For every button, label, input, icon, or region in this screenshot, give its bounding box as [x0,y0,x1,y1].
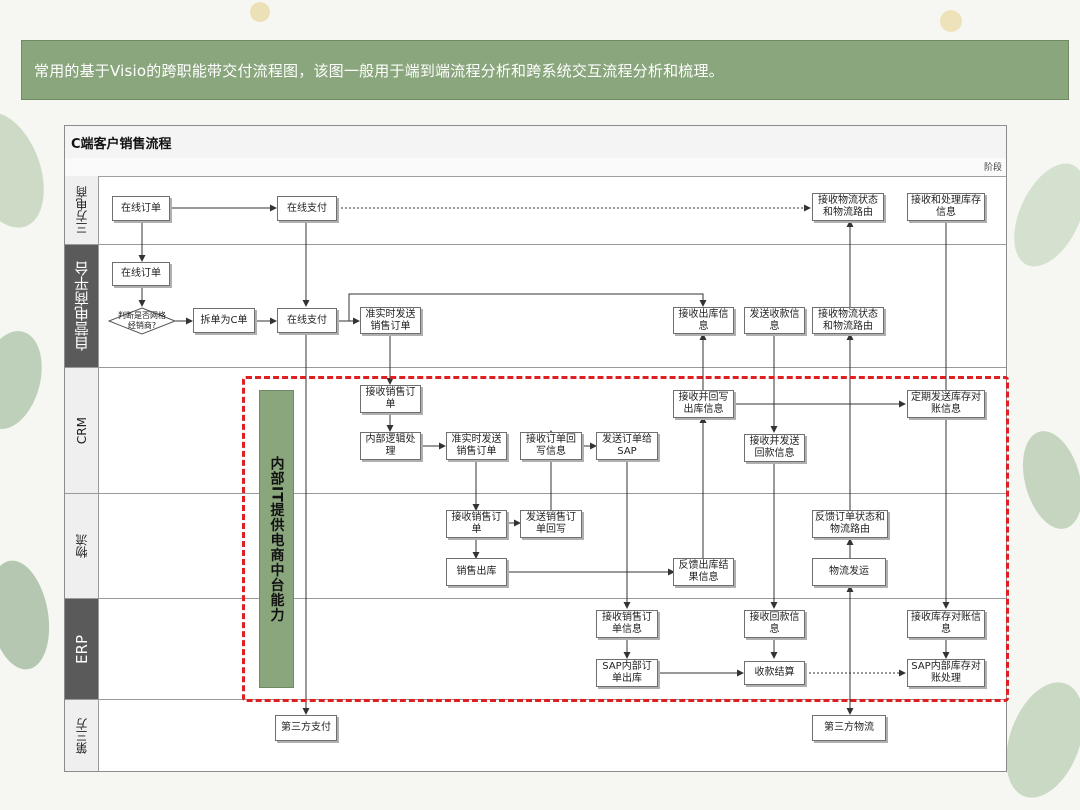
capability-boundary [242,376,1009,702]
decision-diamond [107,307,177,335]
decorative-leaf [0,555,58,675]
capability-label: 内部IT提供电商中台能力 [268,455,285,623]
diagram-title: C端客户销售流程 [71,137,172,152]
phase-row: 阶段 [65,158,1006,177]
lane-head: ERP [65,599,99,699]
lane-own-ecommerce: 自营电商平台 [65,245,1006,368]
node-feedback-order-status: 反馈订单状态和物流路由 [812,510,888,538]
node-receive-sales-order: 接收销售订单 [446,510,507,538]
node-online-payment: 在线支付 [277,196,337,221]
node-receive-order-writeback: 接收订单回写信息 [520,432,582,460]
flow-connectors [107,204,950,715]
decorative-leaf [0,323,52,437]
node-receive-payment: 接收回款信息 [744,610,805,638]
decorative-leaf [999,152,1080,278]
lane-crm: CRM [65,368,1006,494]
decorative-flower [250,2,270,22]
node-sap-stock-recon: SAP内部库存对账处理 [907,659,985,687]
phase-label: 阶段 [983,163,1002,173]
node-third-party-logistics: 第三方物流 [812,715,886,741]
decorative-leaf [1012,424,1080,536]
node-send-order-sap: 发送订单给SAP [596,432,658,460]
swimlane-diagram: C端客户销售流程 阶段 三方电商 自营电商平台 CRM 物流 ERP 第三方 [64,125,1009,772]
node-payment-settlement: 收款结算 [744,661,805,685]
header-bar: 常用的基于Visio的跨职能带交付流程图，该图一般用于端到端流程分析和跨系统交互… [21,40,1069,100]
node-split-order: 拆单为C单 [193,308,255,333]
node-send-sales-order: 准实时发送销售订单 [360,307,421,334]
node-feedback-outbound: 反馈出库结果信息 [673,558,734,586]
node-sap-order-outbound: SAP内部订单出库 [596,659,658,687]
decorative-leaf [0,101,59,239]
node-send-payment-info: 发送收款信息 [744,307,805,334]
node-receive-stock-recon: 接收库存对账信息 [907,610,985,638]
node-receive-outbound-writeback: 接收并回写出库信息 [673,390,734,418]
node-online-payment: 在线支付 [277,308,337,333]
capability-label-box: 内部IT提供电商中台能力 [259,390,294,688]
lane-third-party: 第三方 [65,700,1006,771]
node-stock-reconcile: 定期发送库存对账信息 [907,390,985,418]
node-send-sales-order: 准实时发送销售订单 [446,432,507,460]
node-receive-sales-order: 接收销售订单 [360,385,421,413]
node-receive-stock-info: 接收和处理库存信息 [907,193,985,221]
node-receive-logistics-status: 接收物流状态和物流路由 [812,193,884,221]
node-sales-outbound: 销售出库 [446,558,507,586]
lane-head: CRM [65,368,99,493]
lane-logistics: 物流 [65,494,1006,599]
lane-third-party-ecommerce: 三方电商 [65,176,1006,245]
node-send-order-writeback: 发送销售订单回写 [520,510,582,538]
node-internal-logic: 内部逻辑处理 [360,432,421,460]
node-receive-logistics-status: 接收物流状态和物流路由 [812,307,884,334]
node-third-party-payment: 第三方支付 [275,715,337,741]
header-text: 常用的基于Visio的跨职能带交付流程图，该图一般用于端到端流程分析和跨系统交互… [34,61,724,80]
lane-head: 自营电商平台 [65,245,99,367]
lane-head: 三方电商 [65,176,99,244]
node-logistics-dispatch: 物流发运 [812,558,886,586]
node-receive-outbound-info: 接收出库信息 [673,307,734,334]
node-receive-payment-info: 接收并发送回款信息 [744,434,805,462]
node-judge-dealer: 判断是否网格经销商? [118,311,166,330]
lane-head: 第三方 [65,700,99,771]
node-receive-sales-order-info: 接收销售订单信息 [596,610,658,638]
node-online-order: 在线订单 [112,196,170,221]
decorative-flower [940,10,962,32]
node-online-order: 在线订单 [112,262,170,286]
lane-head: 物流 [65,494,99,598]
